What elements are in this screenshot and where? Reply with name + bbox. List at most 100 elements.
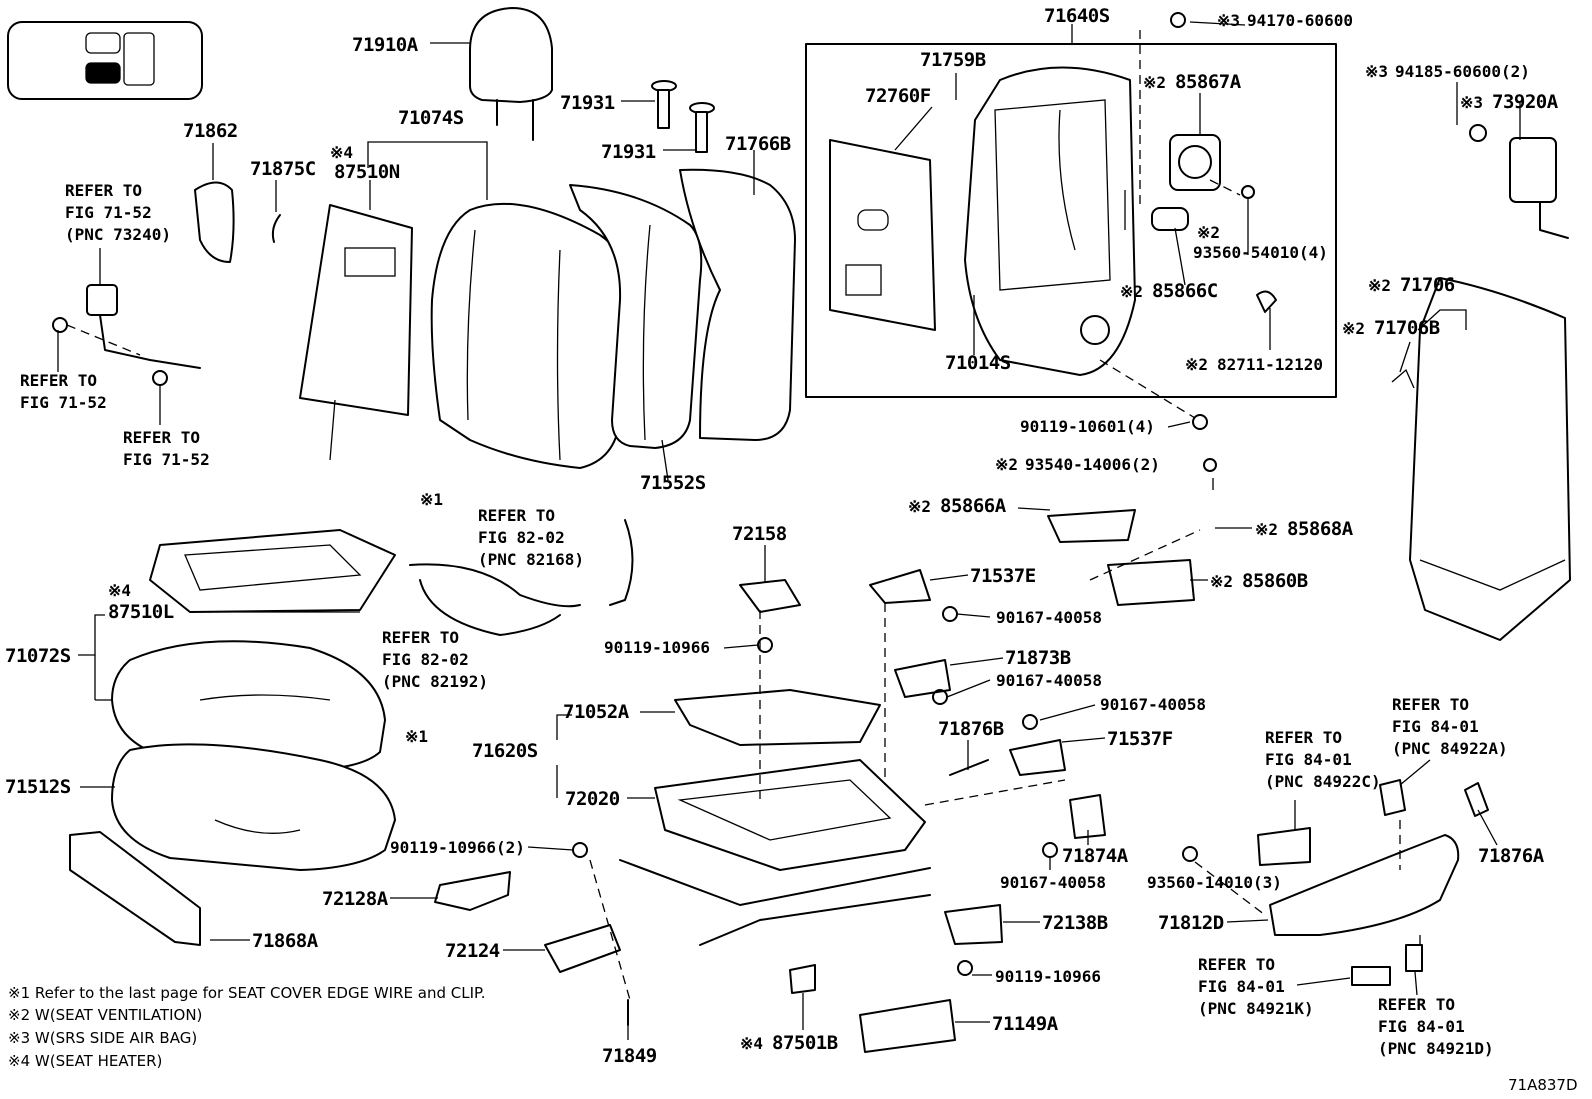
refer-fig-84-01-pnc-84921K: REFER TO FIG 84-01 (PNC 84921K) — [1198, 955, 1314, 1018]
label-71873B: 71873B — [1005, 647, 1071, 669]
svg-text:REFER TO: REFER TO — [1265, 728, 1342, 747]
footnote-1: ※1 Refer to the last page for SEAT COVER… — [8, 984, 485, 1002]
vent-switch-drawing — [1047, 509, 1195, 606]
label-72128A: 72128A — [322, 888, 389, 910]
svg-text:(PNC 73240): (PNC 73240) — [65, 225, 171, 244]
headrest-guide-drawing — [651, 80, 715, 153]
seat-track-frame-drawing — [619, 759, 931, 946]
refer-fig-82-02-pnc-82192: REFER TO FIG 82-02 (PNC 82192) — [382, 628, 488, 691]
mark-1-seatback: ※1 — [420, 490, 443, 509]
label-71875C: 71875C — [250, 158, 316, 180]
bracket-drawing-71537F — [1009, 739, 1066, 776]
mark-2-82711-12120: ※2 — [1185, 355, 1208, 374]
cover-drawing-72138B — [944, 904, 1003, 945]
mark-2-85866A: ※2 — [908, 497, 931, 516]
svg-text:(PNC 84922C): (PNC 84922C) — [1265, 772, 1381, 791]
label-71759B: 71759B — [920, 49, 986, 71]
refer-fig-84-01-pnc-84922C: REFER TO FIG 84-01 (PNC 84922C) — [1265, 728, 1381, 791]
label-90119-10966-b: 90119-10966(2) — [390, 838, 525, 857]
svg-text:FIG 84-01: FIG 84-01 — [1392, 717, 1479, 736]
label-71074S: 71074S — [398, 107, 464, 129]
cover-drawing-72128A — [434, 871, 511, 911]
mark-1-cushion: ※1 — [405, 727, 428, 746]
label-71862: 71862 — [183, 120, 238, 142]
part-labels: 71910A 71931 71931 71766B 71074S ※4 8751… — [5, 5, 1559, 1067]
svg-text:FIG 82-02: FIG 82-02 — [478, 528, 565, 547]
seatbelt-buckle-drawing — [52, 284, 201, 386]
svg-text:(PNC 82192): (PNC 82192) — [382, 672, 488, 691]
refer-fig-71-52-b: REFER TO FIG 71-52 — [123, 428, 210, 469]
label-85866C: 85866C — [1152, 280, 1218, 302]
label-82711-12120: 82711-12120 — [1217, 355, 1323, 374]
belt-cover-drawing — [194, 181, 235, 263]
side-airbag-drawing — [1469, 124, 1569, 239]
label-71052A: 71052A — [563, 701, 630, 723]
svg-text:(PNC 84921D): (PNC 84921D) — [1378, 1039, 1494, 1058]
label-71849: 71849 — [602, 1045, 657, 1067]
connector-drawing-87501B — [789, 964, 816, 994]
label-90167-40058-a: 90167-40058 — [996, 608, 1102, 627]
label-71868A: 71868A — [252, 930, 319, 952]
svg-text:(PNC 84921K): (PNC 84921K) — [1198, 999, 1314, 1018]
label-87510N: 87510N — [334, 161, 400, 183]
svg-text:REFER TO: REFER TO — [20, 371, 97, 390]
svg-text:REFER TO: REFER TO — [1392, 695, 1469, 714]
mark-2-71706B: ※2 — [1342, 319, 1365, 338]
svg-text:FIG 84-01: FIG 84-01 — [1198, 977, 1285, 996]
mark-2-93560-54010: ※2 — [1197, 223, 1220, 242]
svg-text:FIG 71-52: FIG 71-52 — [65, 203, 152, 222]
bracket-drawing-72158 — [739, 579, 801, 613]
svg-text:FIG 71-52: FIG 71-52 — [20, 393, 107, 412]
label-71640S: 71640S — [1044, 5, 1110, 27]
svg-text:FIG 84-01: FIG 84-01 — [1378, 1017, 1465, 1036]
cover-drawing-71149A — [859, 999, 956, 1053]
label-87510L: 87510L — [108, 601, 174, 623]
bracket-drawing-71873B — [894, 659, 951, 698]
fastener-labels: ※3 94170-60600 ※3 94185-60600(2) ※2 9356… — [390, 11, 1530, 986]
svg-text:(PNC 84922A): (PNC 84922A) — [1392, 739, 1508, 758]
svg-text:REFER TO: REFER TO — [1378, 995, 1455, 1014]
label-85868A: 85868A — [1287, 518, 1354, 540]
label-90167-40058-c: 90167-40058 — [1100, 695, 1206, 714]
label-71766B: 71766B — [725, 133, 791, 155]
back-board-drawing — [679, 168, 796, 441]
label-72124: 72124 — [445, 940, 500, 962]
svg-text:REFER TO: REFER TO — [478, 506, 555, 525]
refer-fig-82-02-pnc-82168: REFER TO FIG 82-02 (PNC 82168) — [478, 506, 584, 569]
label-72760F: 72760F — [865, 85, 931, 107]
cushion-heater-drawing — [149, 529, 396, 613]
label-71552S: 71552S — [640, 472, 706, 494]
cover-drawing-72124 — [544, 924, 621, 973]
label-71876A: 71876A — [1478, 845, 1545, 867]
leader-lines — [57, 21, 1521, 1040]
footnote-2: ※2 W(SEAT VENTILATION) — [8, 1006, 202, 1024]
label-73920A: 73920A — [1492, 91, 1559, 113]
label-71620S: 71620S — [472, 740, 538, 762]
seatback-heater-drawing — [299, 204, 413, 461]
connector-drawing — [1256, 290, 1277, 313]
bracket-drawing-71537E — [869, 569, 931, 604]
figure-code: 71A837D — [1508, 1076, 1578, 1094]
cushion-cover-drawing — [111, 640, 386, 771]
seat-position-locator-icon — [7, 21, 203, 100]
label-72138B: 72138B — [1042, 912, 1108, 934]
footnotes: ※1 Refer to the last page for SEAT COVER… — [8, 984, 485, 1070]
refer-fig-71-52-pnc-73240: REFER TO FIG 71-52 (PNC 73240) — [65, 181, 171, 244]
clip-drawing-71875C — [271, 214, 281, 243]
back-panel-drawing — [829, 139, 936, 331]
label-85860B: 85860B — [1242, 570, 1308, 592]
mark-4-87501B: ※4 — [740, 1034, 763, 1053]
label-90167-40058-b: 90167-40058 — [996, 671, 1102, 690]
headrest-drawing — [469, 7, 553, 141]
label-87501B: 87501B — [772, 1032, 838, 1054]
mark-4-87510L: ※4 — [108, 581, 131, 600]
side-shield-drawing — [1257, 779, 1489, 986]
label-71072S: 71072S — [5, 645, 71, 667]
label-90119-10601: 90119-10601(4) — [1020, 417, 1155, 436]
refer-fig-84-01-pnc-84921D: REFER TO FIG 84-01 (PNC 84921D) — [1378, 995, 1494, 1058]
reference-blocks: REFER TO FIG 71-52 (PNC 73240) REFER TO … — [20, 181, 1508, 1058]
label-71910A: 71910A — [352, 34, 419, 56]
mark-2-71706: ※2 — [1368, 276, 1391, 295]
label-94185-60600: 94185-60600(2) — [1395, 62, 1530, 81]
